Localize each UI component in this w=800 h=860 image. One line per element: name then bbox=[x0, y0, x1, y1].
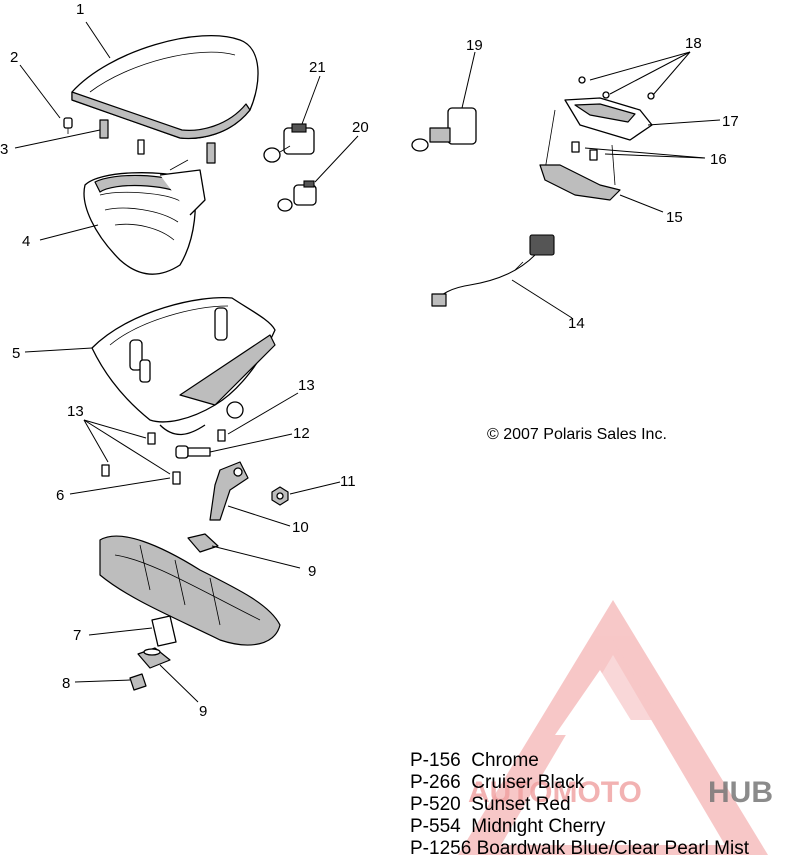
callout-labels: 1 2 3 4 5 6 7 8 9 9 10 11 12 13 13 14 15… bbox=[0, 1, 739, 720]
callout-9-upper: 9 bbox=[308, 563, 316, 580]
callout-19: 19 bbox=[466, 37, 483, 54]
callout-9-lower: 9 bbox=[199, 703, 207, 720]
callout-10: 10 bbox=[292, 519, 309, 536]
callout-5: 5 bbox=[12, 345, 20, 362]
color-option: P-520 Sunset Red bbox=[410, 794, 571, 815]
part-4-headlight-housing bbox=[83, 159, 206, 275]
callout-7: 7 bbox=[73, 627, 81, 644]
leader-lines bbox=[14, 21, 721, 703]
copyright-notice: © 2007 Polaris Sales Inc. bbox=[487, 426, 667, 443]
color-option: P-266 Cruiser Black bbox=[410, 772, 585, 793]
callout-1: 1 bbox=[76, 1, 84, 18]
callout-6: 6 bbox=[56, 487, 64, 504]
callout-11: 11 bbox=[340, 473, 356, 490]
callout-13-right: 13 bbox=[298, 377, 315, 394]
part-lower-cover bbox=[99, 535, 281, 646]
callout-13-left: 13 bbox=[67, 403, 84, 420]
watermark-logo bbox=[458, 600, 768, 855]
watermark-text-right: HUB bbox=[708, 776, 773, 809]
part-12-bolt bbox=[175, 445, 211, 459]
callout-17: 17 bbox=[722, 113, 739, 130]
callout-12: 12 bbox=[293, 425, 310, 442]
part-14-wiring-harness bbox=[431, 234, 555, 307]
part-1-headlight-visor bbox=[71, 34, 259, 140]
part-2-screw bbox=[63, 117, 73, 134]
callout-15: 15 bbox=[666, 209, 683, 226]
color-option: P-1256 Boardwalk Blue/Clear Pearl Mist bbox=[410, 838, 750, 859]
callout-16: 16 bbox=[710, 151, 727, 168]
part-6-screw bbox=[172, 471, 181, 485]
watermark-text-left: AUTOMOTO bbox=[468, 776, 642, 809]
part-7-spacer bbox=[151, 615, 177, 647]
part-10-bracket bbox=[209, 461, 249, 521]
callout-2: 2 bbox=[10, 49, 18, 66]
callout-21: 21 bbox=[309, 59, 326, 76]
callout-14: 14 bbox=[568, 315, 585, 332]
color-options-list: P-156 Chrome P-266 Cruiser Black P-520 S… bbox=[410, 750, 749, 860]
part-3-studs bbox=[99, 119, 216, 164]
part-20-bulb-socket bbox=[277, 180, 317, 212]
part-9-grommet-upper bbox=[187, 533, 219, 553]
color-option: P-554 Midnight Cherry bbox=[410, 816, 606, 837]
part-19-headlight-bulb bbox=[411, 107, 477, 152]
part-8-cap bbox=[129, 673, 147, 691]
part-5-headlight-bucket bbox=[91, 296, 276, 436]
callout-3: 3 bbox=[0, 141, 8, 158]
part-21-bulb-socket bbox=[263, 123, 315, 163]
callout-18: 18 bbox=[685, 35, 702, 52]
part-13-screws bbox=[101, 429, 226, 477]
part-15-lower-mount bbox=[539, 164, 621, 201]
callout-20: 20 bbox=[352, 119, 369, 136]
part-11-nut bbox=[271, 486, 289, 506]
color-option: P-156 Chrome bbox=[410, 750, 539, 771]
watermark-text: AUTOMOTO HUB bbox=[468, 776, 773, 809]
part-9-grommet-lower bbox=[137, 647, 171, 669]
part-17-mount-plate bbox=[544, 76, 655, 186]
part-16-screws bbox=[571, 141, 598, 161]
callout-4: 4 bbox=[22, 233, 30, 250]
callout-8: 8 bbox=[62, 675, 70, 692]
